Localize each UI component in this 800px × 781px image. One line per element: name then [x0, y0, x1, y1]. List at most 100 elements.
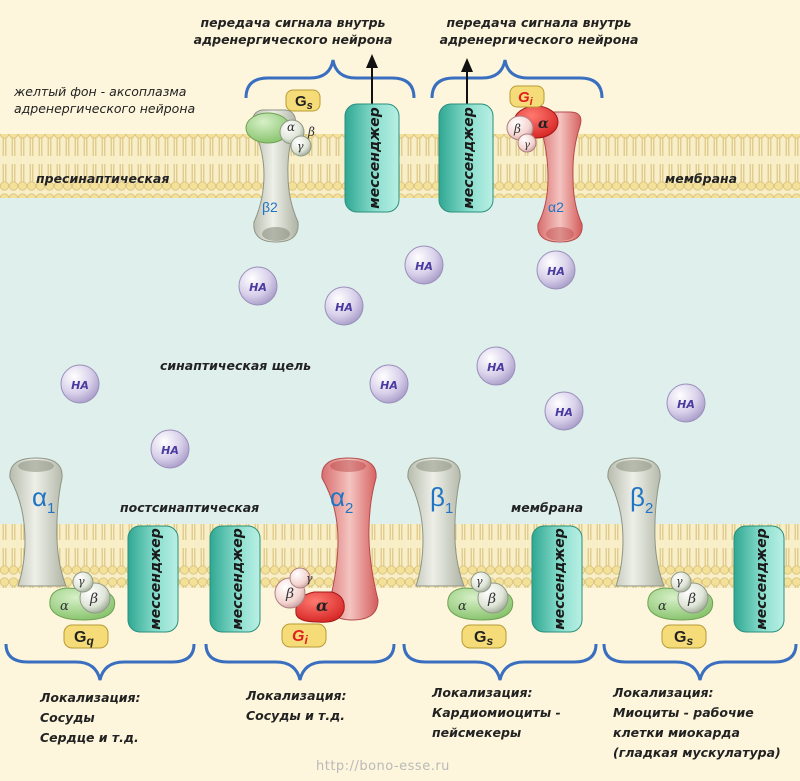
receptor-label: β1	[430, 482, 453, 517]
subunit-beta-label: β	[513, 122, 521, 136]
subunit-beta-label: β	[89, 591, 98, 607]
postsynaptic-membrane-label: мембрана	[511, 500, 584, 515]
presynaptic-label: пресинаптическая	[36, 171, 170, 186]
g-protein-label: Gi	[292, 628, 308, 647]
svg-text:НА: НА	[380, 379, 398, 392]
subunit-beta-label: β	[687, 591, 696, 607]
messenger-capsule	[209, 525, 261, 633]
receptor-label: α2	[548, 199, 564, 215]
presynaptic-alpha2-receptor	[537, 111, 583, 243]
messenger-capsule	[127, 525, 179, 633]
svg-text:НА: НА	[415, 260, 433, 273]
subunit-gamma-label: γ	[78, 575, 85, 588]
svg-text:НА: НА	[487, 361, 505, 374]
ligand-molecule: НА	[544, 391, 584, 431]
subunit-alpha-label: α	[658, 599, 667, 614]
ligand-molecule: НА	[238, 266, 278, 306]
g-protein-label: Gs	[295, 93, 313, 112]
messenger-capsule	[531, 525, 583, 633]
messenger-capsule	[344, 103, 400, 213]
presynaptic-gi-protein	[506, 105, 559, 153]
svg-text:НА: НА	[161, 444, 179, 457]
subunit-alpha-label: α	[60, 599, 69, 614]
brace-presynaptic-right	[430, 59, 604, 99]
subunit-alpha-label: α	[316, 596, 328, 615]
postsynaptic-beta1-receptor	[407, 457, 465, 587]
svg-text:НА: НА	[249, 281, 267, 294]
g-label-box	[63, 624, 109, 649]
ligand-molecule: НА	[404, 245, 444, 285]
signal-arrow-left	[366, 54, 378, 104]
g-label-box	[661, 624, 707, 649]
brace-alpha1	[4, 643, 196, 681]
presynaptic-membrane-label: мембрана	[665, 171, 738, 186]
subunit-alpha-label: α	[458, 599, 467, 614]
ligand-molecule: НА	[150, 429, 190, 469]
postsynaptic-beta2-receptor	[607, 457, 665, 587]
subunit-beta-label: β	[285, 586, 294, 602]
localization-beta1: Локализация: Кардиомиоциты - пейсмекеры	[432, 685, 561, 740]
ligand-molecule: НА	[369, 364, 409, 404]
messenger-label: мессенджер	[230, 528, 246, 629]
subunit-alpha-label: α	[538, 116, 549, 132]
receptor-label: α1	[32, 482, 55, 517]
ligand-molecule: НА	[666, 383, 706, 423]
brace-presynaptic-left	[244, 59, 416, 99]
g-protein-label: Gs	[674, 629, 693, 648]
svg-text:НА: НА	[71, 379, 89, 392]
ligand-molecule: НА	[60, 364, 100, 404]
gq-protein	[49, 571, 116, 621]
presynaptic-membrane	[0, 134, 800, 198]
localization-alpha2: Локализация: Сосуды и т.д.	[246, 688, 347, 723]
messenger-capsule	[733, 525, 785, 633]
presynaptic-gs-protein	[245, 112, 312, 157]
svg-text:НА: НА	[677, 398, 695, 411]
subunit-beta-label: β	[487, 591, 496, 607]
brace-beta1	[402, 643, 598, 681]
g-protein-label: Gi	[518, 89, 534, 108]
g-label-box	[461, 624, 507, 649]
subunit-gamma-label: γ	[476, 575, 483, 588]
ligand-molecule: НА	[476, 346, 516, 386]
gs-protein	[647, 571, 714, 621]
ligand-molecule: НА	[324, 286, 364, 326]
watermark: http://bono-esse.ru	[316, 759, 450, 774]
g-label-box	[285, 89, 321, 112]
subunit-gamma-label: γ	[676, 575, 683, 588]
g-label-box	[281, 623, 327, 648]
synaptic-cleft-label: синаптическая щель	[160, 358, 312, 373]
svg-text:НА: НА	[547, 265, 565, 278]
messenger-label: мессенджер	[754, 528, 770, 629]
receptor-label: α2	[330, 482, 353, 517]
synaptic-cleft	[0, 198, 800, 524]
signal-arrow-right	[461, 58, 473, 104]
svg-text:НА: НА	[555, 406, 573, 419]
brace-beta2	[602, 643, 798, 681]
subunit-gamma-label: γ	[306, 572, 313, 585]
postsynaptic-label: постсинаптическая	[120, 500, 260, 515]
localization-beta2: Локализация: Миоциты - рабочие клетки ми…	[613, 685, 781, 760]
gi-protein	[274, 567, 345, 623]
subunit-alpha-label: α	[287, 120, 295, 134]
ligand-molecule: НА	[536, 250, 576, 290]
postsynaptic-alpha1-receptor	[9, 457, 67, 587]
messenger-label: мессенджер	[461, 107, 477, 208]
subunit-beta-label: β	[307, 125, 315, 139]
axoplasm-region	[0, 0, 800, 134]
messenger-label: мессенджер	[367, 107, 383, 208]
g-protein-label: Gq	[74, 629, 94, 648]
subunit-gamma-label: γ	[524, 140, 530, 151]
localization-alpha1: Локализация: Сосуды Сердце и т.д.	[40, 690, 141, 745]
g-protein-label: Gs	[474, 629, 493, 648]
subunit-gamma-label: γ	[297, 140, 304, 153]
brace-alpha2	[204, 643, 396, 681]
g-label-box	[509, 85, 545, 108]
receptor-label: β2	[630, 482, 653, 517]
gs-protein	[447, 571, 514, 621]
messenger-label: мессенджер	[148, 528, 164, 629]
postsynaptic-alpha2-receptor	[321, 457, 379, 621]
messenger-capsule	[438, 103, 494, 213]
